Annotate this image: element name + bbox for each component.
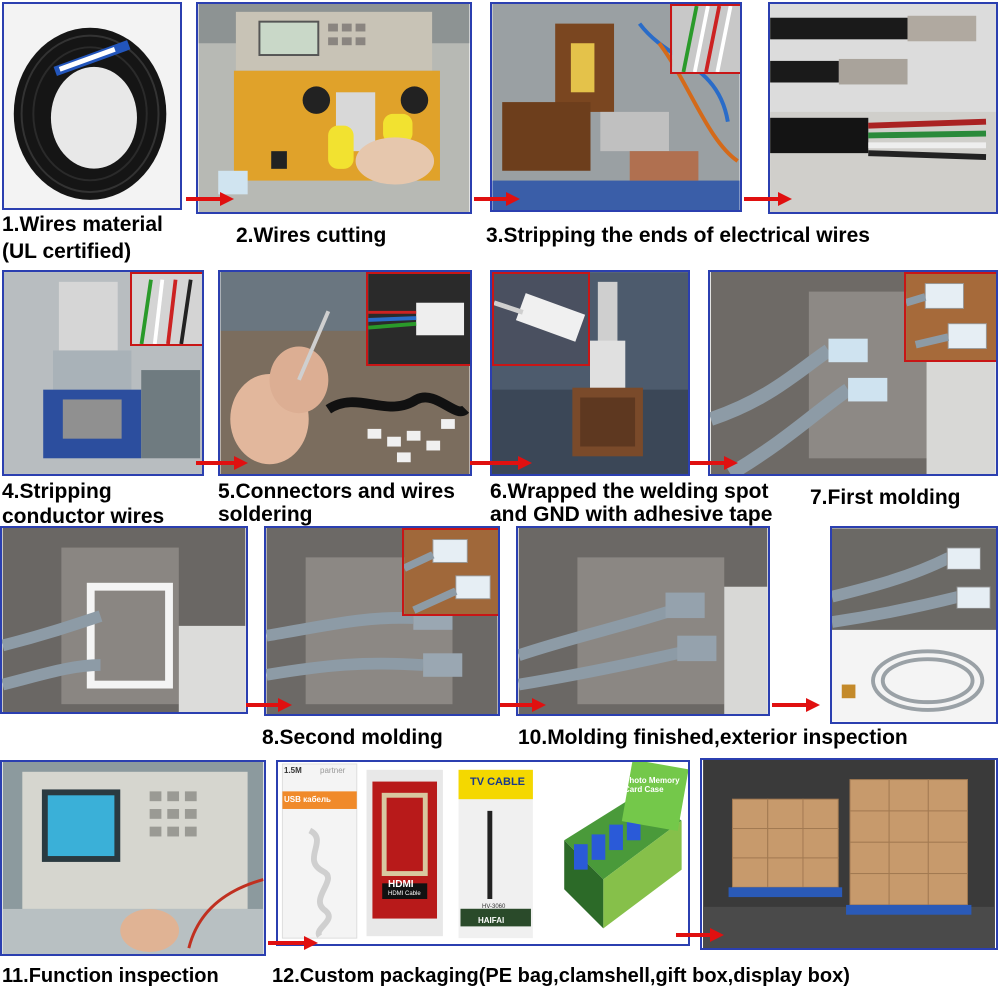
caption-step6-line1: 6.Wrapped the welding spot (490, 480, 769, 503)
caption-step5-line1: 5.Connectors and wires (218, 480, 455, 503)
usb-length-label: 1.5M (284, 766, 302, 775)
stripping-machine-image (492, 4, 740, 210)
flow-arrow-2-3 (474, 192, 520, 206)
photo-custom-packaging: 1.5M partner USB кабель HDMI HDMI Cable … (276, 760, 690, 946)
caption-step4-line2: conductor wires (2, 505, 165, 528)
photo-warehouse (700, 758, 998, 950)
molding-frame-image (2, 528, 246, 712)
flow-arrow-6-7 (690, 456, 738, 470)
finished-cable-image (832, 528, 996, 722)
photo-stripping-conductor (2, 270, 204, 476)
photo-stripping-ends (490, 2, 742, 212)
finished-molding-image (518, 528, 768, 714)
inset-conductor-wires (130, 272, 202, 346)
photo-first-molding (708, 270, 998, 476)
photo-soldering (218, 270, 472, 476)
caption-step1-line1: 1.Wires material (2, 213, 163, 236)
first-molding-image (710, 272, 996, 474)
photo-molding-frame (0, 526, 248, 714)
caption-step8: 8.Second molding (262, 726, 443, 749)
flow-arrow-12-warehouse (676, 928, 724, 942)
photo-wires-material (2, 2, 182, 210)
wire-coil-image (4, 4, 180, 208)
flow-arrow-10-inspection (772, 698, 820, 712)
usb-brand-label: partner (320, 766, 346, 775)
tv-title-label: TV CABLE (470, 776, 525, 788)
inset-wrapped-connector (492, 272, 590, 366)
packaging-samples-image (280, 762, 688, 944)
hdmi-logo-label: HDMI (388, 879, 414, 890)
caption-step12: 12.Custom packaging(PE bag,clamshell,gif… (272, 965, 850, 987)
photo-second-molding (264, 526, 500, 716)
photo-adhesive-tape (490, 270, 690, 476)
photo-wires-cutting (196, 2, 472, 214)
caption-step10: 10.Molding finished,exterior inspection (518, 726, 908, 749)
tv-brand-label: HAIFAI (478, 916, 505, 925)
caption-step2: 2.Wires cutting (236, 224, 387, 247)
caption-step7: 7.First molding (810, 486, 961, 509)
photo-exterior-inspection (830, 526, 998, 724)
flow-arrow-8-10 (500, 698, 546, 712)
inset-stripped-ends (670, 4, 740, 74)
caption-step5-line2: soldering (218, 503, 313, 526)
cutting-machine-image (198, 4, 470, 212)
photo-function-inspection (0, 760, 266, 956)
photo-stripped-wires-closeup (768, 2, 998, 214)
usb-title-label: USB кабель (284, 795, 331, 804)
flow-arrow-11-12 (268, 936, 318, 950)
caption-step4-line1: 4.Stripping (2, 480, 112, 503)
hdmi-sub-label: HDMI Cable (388, 891, 421, 897)
warehouse-boxes-image (703, 760, 995, 948)
cable-tester-image (2, 762, 264, 954)
caption-step11: 11.Function inspection (2, 965, 219, 987)
caption-step1-line2: (UL certified) (2, 240, 132, 263)
inset-soldered-connector (366, 272, 470, 366)
soldering-image (220, 272, 470, 474)
inset-molded-plugs (402, 528, 498, 616)
caption-step3: 3.Stripping the ends of electrical wires (486, 224, 870, 247)
photo-molding-finished (516, 526, 770, 716)
flow-arrow-4-5 (196, 456, 248, 470)
card-case-label: Photo Memory Card Case (624, 776, 680, 794)
caption-step6-line2: and GND with adhesive tape (490, 503, 773, 526)
flow-arrow-3-4 (744, 192, 792, 206)
flow-arrow-1-2 (186, 192, 234, 206)
flow-arrow-7-8 (246, 698, 292, 712)
flow-arrow-5-6 (470, 456, 532, 470)
inset-rj45-plugs (904, 272, 996, 362)
stripped-wire-closeup-image (770, 4, 996, 212)
tv-model-label: HV-3060 (482, 904, 506, 910)
